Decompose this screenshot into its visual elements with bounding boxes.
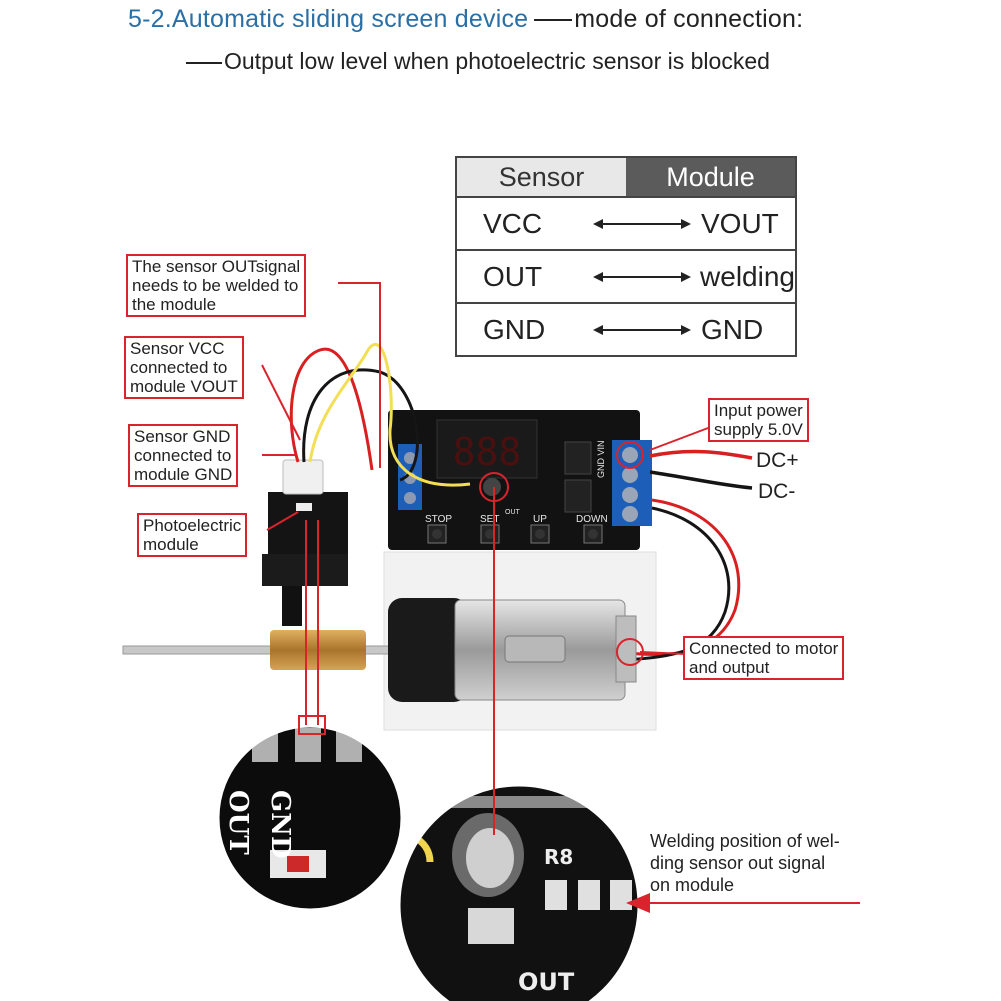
connection-table: Sensor Module VCC VOUT OUT welding GND G…	[455, 156, 797, 357]
weld-arrow	[626, 893, 650, 913]
zoom-out-label: OUT	[518, 968, 575, 996]
double-arrow-icon	[593, 322, 691, 338]
svg-text:888: 888	[453, 430, 522, 474]
zoom-pin-gnd: GND	[265, 790, 295, 859]
btn-down-label: DOWN	[576, 514, 608, 525]
callout-line: supply 5.0V	[714, 420, 803, 439]
table-header: Sensor Module	[457, 158, 795, 196]
callout-line: ding sensor out signal	[650, 853, 826, 873]
callout-line: on module	[650, 875, 735, 895]
callout-line: connected to	[130, 358, 228, 377]
callout-line: Input power	[714, 401, 803, 420]
callout-line: Connected to motor	[689, 639, 839, 658]
callout-line: the module	[132, 295, 217, 314]
zoom-weld-point	[399, 785, 639, 1001]
zoom-sensor-pins	[218, 726, 402, 910]
callout-line: Sensor GND	[134, 427, 231, 446]
callout-line: The sensor OUTsignal	[132, 257, 301, 276]
double-arrow-icon	[592, 269, 691, 285]
weld-marker	[479, 472, 509, 502]
row-sensor-pin: OUT	[483, 260, 543, 292]
callout-line: and output	[689, 658, 770, 677]
btn-up-label: UP	[533, 514, 547, 525]
callout-sensor-gnd: Sensor GND connected to module GND	[128, 424, 239, 487]
callout-weld-signal: The sensor OUTsignal needs to be welded …	[126, 254, 307, 317]
subtitle-text: Output low level when photoelectric sens…	[224, 48, 770, 74]
table-row: GND GND	[457, 302, 795, 355]
row-sensor-pin: GND	[483, 313, 546, 345]
title-dash	[534, 19, 573, 22]
board-out-label: OUT	[505, 509, 521, 516]
btn-set-label: SET	[480, 514, 499, 525]
motor-marker	[616, 638, 644, 666]
callout-motor-output: Connected to motor and output	[683, 636, 845, 680]
title-main: 5-2.Automatic sliding screen device	[128, 5, 529, 33]
title-colon: :	[796, 5, 804, 33]
callout-sensor-vcc: Sensor VCC connected to module VOUT	[124, 336, 244, 399]
callout-line: needs to be welded to	[132, 276, 299, 295]
page-subtitle: Output low level when photoelectric sens…	[186, 48, 770, 75]
dc-minus-label: DC-	[758, 480, 796, 503]
btn-stop-label: STOP	[425, 514, 452, 525]
header-sensor: Sensor	[457, 158, 626, 196]
terminal-label: GND VIN	[596, 440, 606, 478]
page-title: 5-2.Automatic sliding screen device mode …	[128, 5, 803, 34]
zoom-pin-out: OUT	[223, 790, 253, 855]
callout-line: module	[143, 535, 199, 554]
subtitle-dash	[186, 61, 222, 64]
callout-power-input: Input power supply 5.0V	[708, 398, 809, 442]
double-arrow-icon	[593, 216, 691, 232]
callout-line: module VOUT	[130, 377, 238, 396]
callout-line: Sensor VCC	[130, 339, 225, 358]
dc-plus-label: DC+	[756, 449, 799, 472]
title-rest: mode of connection	[574, 5, 797, 33]
header-module: Module	[626, 158, 795, 196]
callout-line: module GND	[134, 465, 233, 484]
callout-line: Photoelectric	[143, 516, 242, 535]
callout-line: Welding position of wel-	[650, 831, 840, 851]
callout-weld-position: Welding position of wel- ding sensor out…	[650, 830, 840, 896]
dc-motor	[388, 598, 637, 702]
callout-photo-module: Photoelectric module	[137, 513, 248, 557]
row-module-pin: welding	[700, 260, 795, 292]
zoom-pin-vcc: VCC	[181, 789, 211, 852]
table-row: OUT welding	[457, 249, 795, 302]
leader-lines	[261, 282, 860, 904]
control-board: 888	[388, 410, 652, 550]
table-row: VCC VOUT	[457, 196, 795, 249]
row-module-pin: VOUT	[701, 207, 779, 239]
zoom-r8-label: R8	[544, 845, 573, 869]
row-sensor-pin: VCC	[483, 207, 543, 239]
pin-marker	[298, 715, 326, 735]
callout-line: connected to	[134, 446, 232, 465]
row-module-pin: GND	[701, 313, 764, 345]
power-marker	[616, 441, 644, 469]
photoelectric-sensor	[262, 459, 348, 626]
